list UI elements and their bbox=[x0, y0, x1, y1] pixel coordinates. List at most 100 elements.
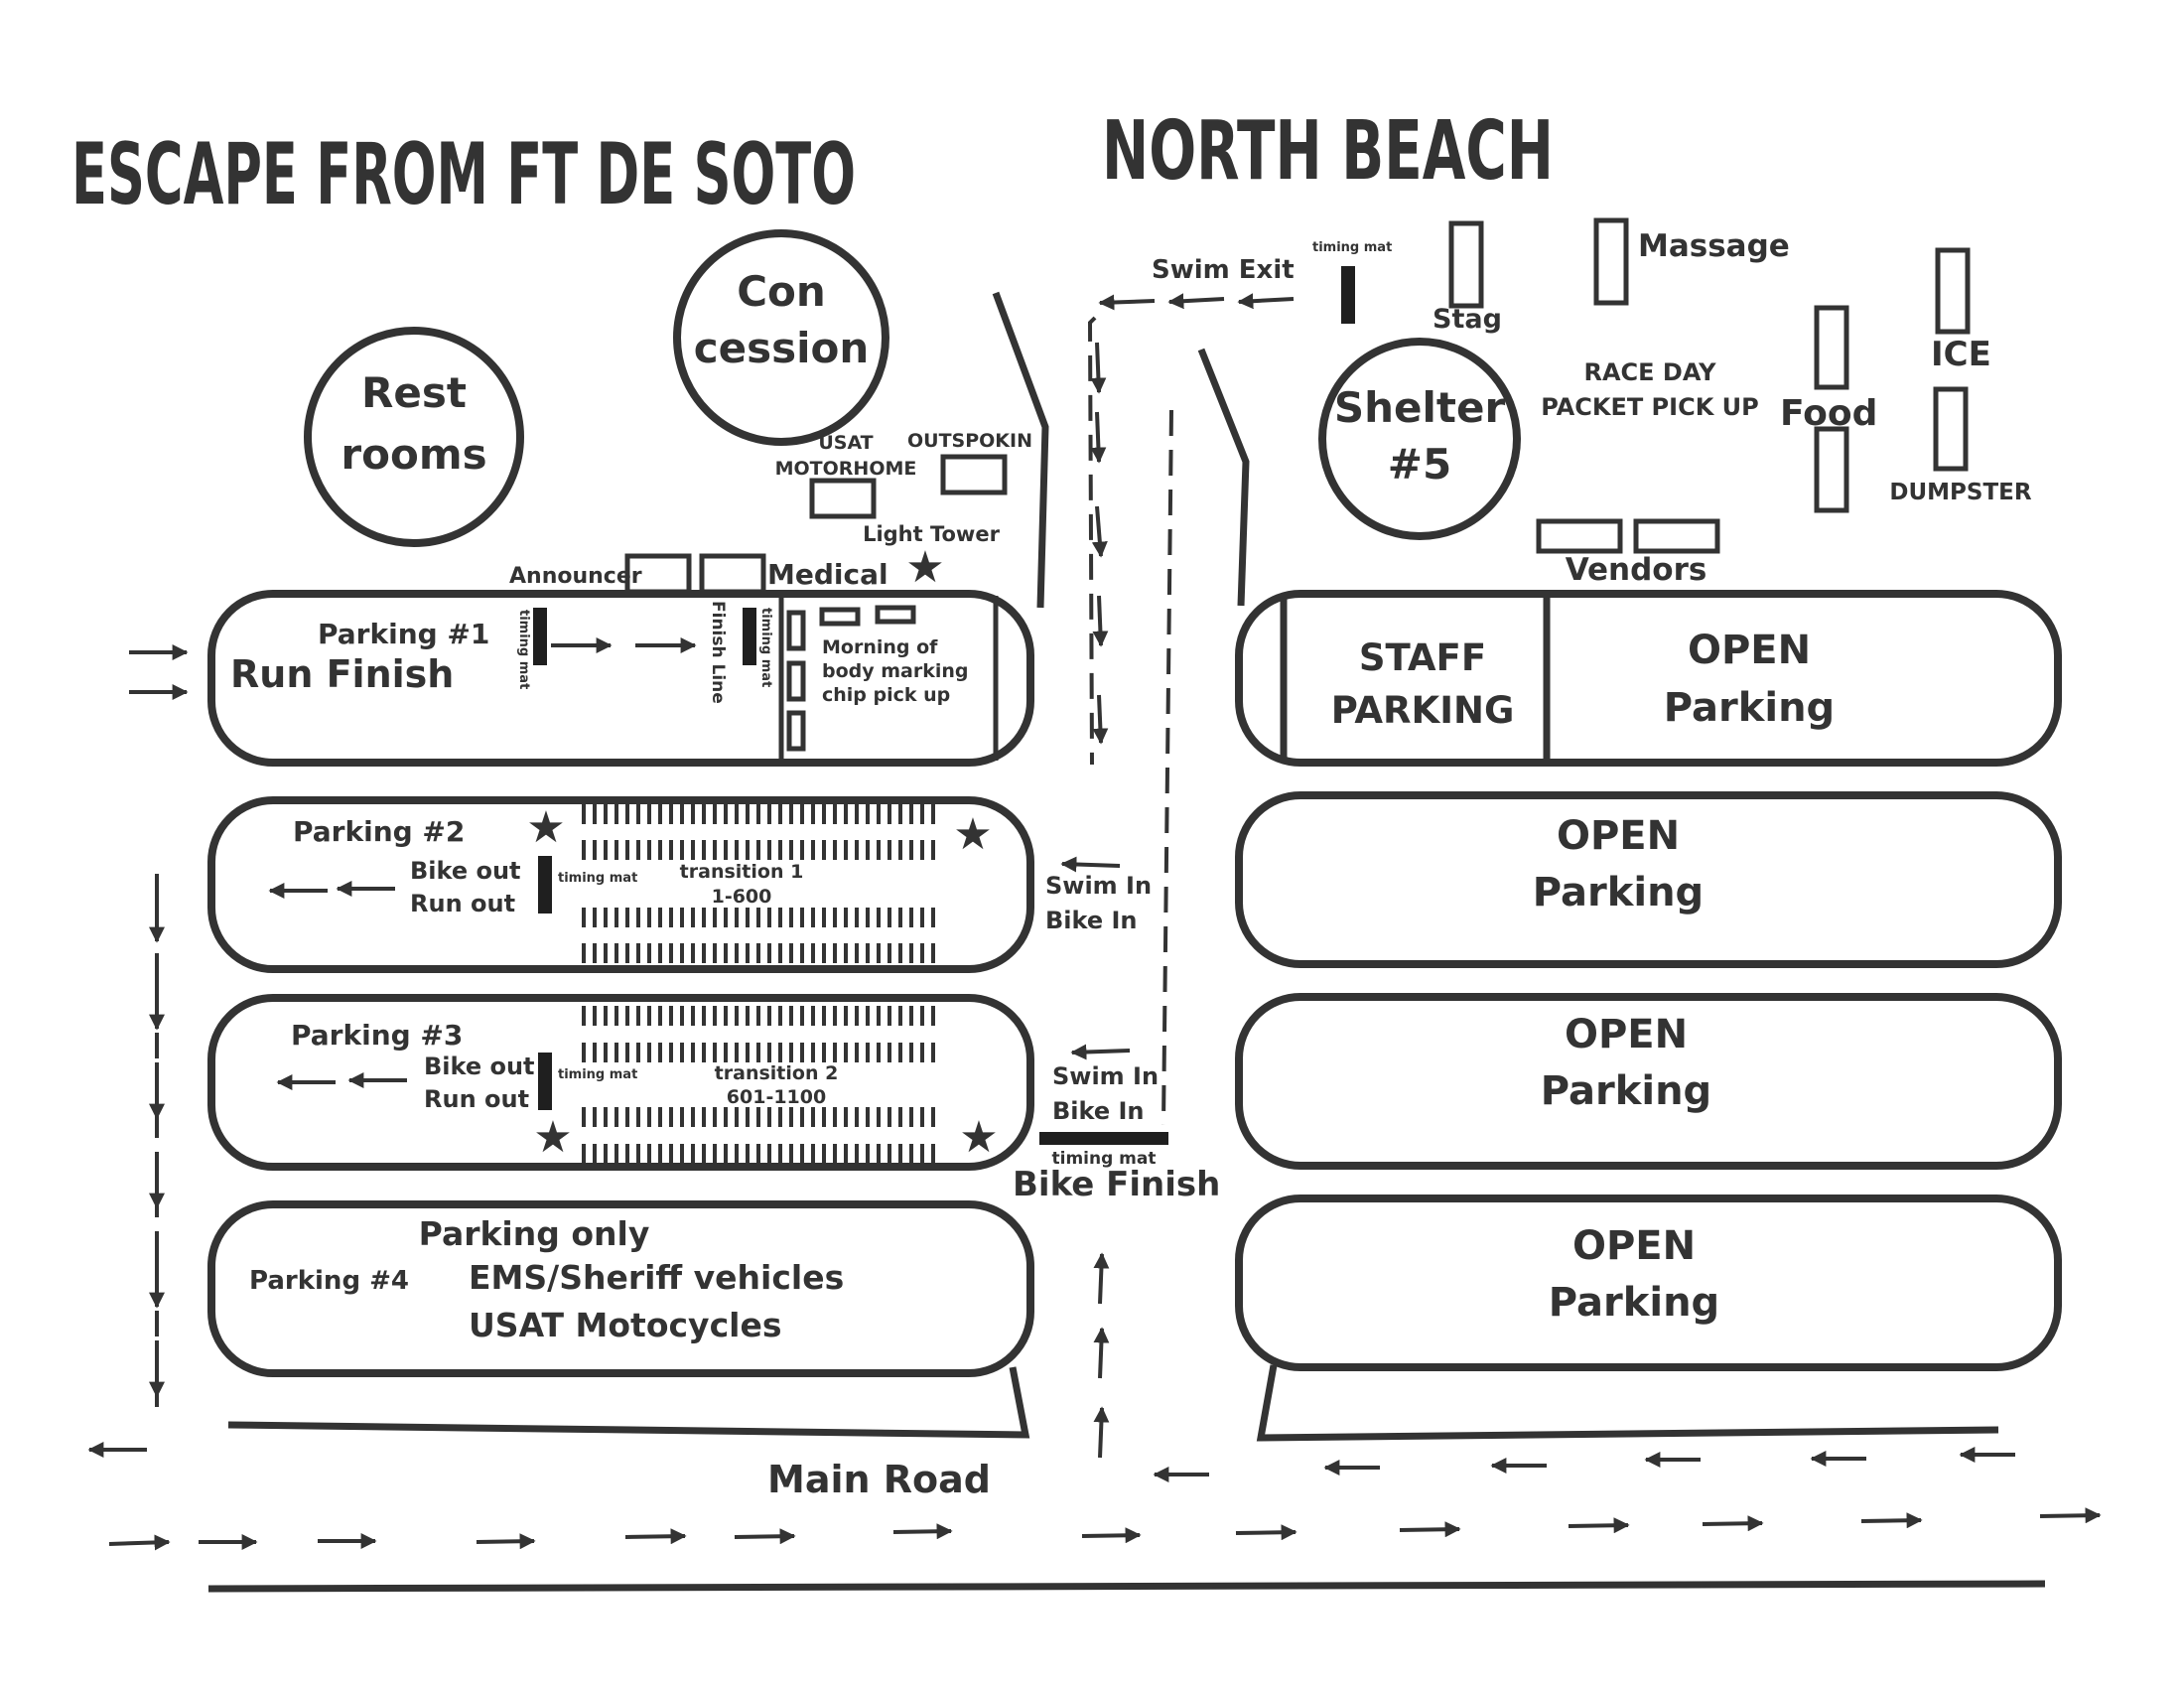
shelter-circle bbox=[1318, 338, 1521, 540]
direction-arrow-icon bbox=[1860, 1512, 1923, 1529]
food-box-top bbox=[1814, 305, 1849, 390]
chip-table-2 bbox=[786, 660, 806, 702]
open-label-2: OPEN bbox=[1557, 813, 1680, 859]
direction-arrow-icon bbox=[734, 1528, 796, 1545]
parking-label-3: Parking bbox=[1541, 1068, 1711, 1114]
direction-arrow-icon bbox=[1399, 1521, 1461, 1538]
main-road-label: Main Road bbox=[767, 1458, 991, 1501]
parking-2-label: Parking #2 bbox=[293, 815, 465, 848]
direction-arrow-icon bbox=[1237, 293, 1295, 310]
run-finish-timing-mat bbox=[533, 608, 547, 665]
main-road-edge bbox=[207, 1580, 2046, 1593]
usat-moto-label: USAT Motocycles bbox=[469, 1306, 781, 1344]
transition-2-timing-mat bbox=[538, 1053, 552, 1110]
west-beach-boundary bbox=[992, 291, 1049, 609]
vendor-booth-2 bbox=[1633, 518, 1720, 554]
announcer-label: Announcer bbox=[509, 564, 642, 589]
parking-lot-2 bbox=[207, 796, 1034, 973]
bike-in-label-1: Bike In bbox=[1045, 907, 1137, 934]
parking-label-4: Parking bbox=[1549, 1280, 1719, 1326]
outspokin-label: OUTSPOKIN bbox=[907, 430, 1032, 452]
light-tower-star-icon: ★ bbox=[905, 542, 944, 593]
parking-4-label: Parking #4 bbox=[249, 1266, 409, 1296]
finish-line-timing-mat-label: timing mat bbox=[758, 608, 773, 687]
bike-out-label: Bike out bbox=[410, 857, 521, 885]
east-lot-1 bbox=[1235, 590, 2062, 767]
concession-circle bbox=[673, 229, 889, 446]
stag-label: Stag bbox=[1433, 304, 1502, 335]
beach-title: NORTH BEACH bbox=[1102, 104, 1554, 199]
run-finish-label: Run Finish bbox=[230, 652, 454, 696]
restrooms-label-2: rooms bbox=[341, 430, 486, 479]
west-lot-base bbox=[227, 1366, 1030, 1439]
transition-1-label: transition 1 bbox=[680, 861, 804, 883]
direction-arrow-icon bbox=[1098, 294, 1156, 311]
usat-motorhome-box bbox=[809, 478, 877, 519]
open-label-3: OPEN bbox=[1565, 1012, 1688, 1057]
bike-out-label-2: Bike out bbox=[424, 1053, 535, 1080]
shelter-label-2: #5 bbox=[1388, 440, 1451, 489]
transition-2-label: transition 2 bbox=[715, 1062, 839, 1084]
parking-2-star-icon-2: ★ bbox=[953, 809, 992, 860]
light-tower-label: Light Tower bbox=[863, 522, 1001, 546]
swim-exit-label: Swim Exit bbox=[1152, 255, 1295, 285]
bike-finish-label: Bike Finish bbox=[1013, 1165, 1220, 1204]
east-lot-2 bbox=[1235, 791, 2062, 968]
direction-arrow-icon bbox=[1235, 1524, 1297, 1541]
direction-arrow-icon bbox=[1070, 1044, 1131, 1060]
direction-arrow-icon bbox=[1092, 595, 1109, 647]
direction-arrow-icon bbox=[1092, 694, 1109, 745]
bike-course-line bbox=[1161, 409, 1173, 1126]
massage-label: Massage bbox=[1638, 228, 1790, 264]
parking-label-2: Parking bbox=[1533, 870, 1704, 915]
direction-arrow-icon bbox=[476, 1533, 536, 1550]
concession-label-2: cession bbox=[694, 324, 870, 372]
direction-arrow-icon bbox=[1093, 1327, 1110, 1379]
transition-2-bike-racks bbox=[582, 1006, 935, 1164]
chip-pickup-label: chip pick up bbox=[822, 684, 950, 706]
direction-arrow-icon bbox=[1093, 1252, 1110, 1305]
vendor-booth-1 bbox=[1536, 518, 1623, 554]
parking-3-star-icon: ★ bbox=[533, 1112, 572, 1163]
direction-arrow-icon bbox=[1568, 1517, 1630, 1534]
direction-arrow-icon bbox=[108, 1534, 171, 1551]
bike-finish-timing-mat bbox=[1039, 1132, 1168, 1145]
direction-arrow-icon bbox=[1091, 505, 1108, 558]
stag-box bbox=[1448, 220, 1484, 309]
parking-3-star-icon-2: ★ bbox=[959, 1112, 998, 1163]
swim-exit-path bbox=[1087, 316, 1097, 766]
parking-lot-3 bbox=[207, 994, 1034, 1171]
usat-motorhome-label: USAT bbox=[818, 432, 873, 454]
finish-line-label: Finish Line bbox=[708, 601, 728, 704]
transition-2-timing-mat-label: timing mat bbox=[558, 1067, 637, 1082]
parking-2-star-icon: ★ bbox=[526, 802, 565, 853]
staff-parking-label: STAFF bbox=[1359, 636, 1486, 679]
swim-in-label-1: Swim In bbox=[1045, 872, 1152, 900]
direction-arrow-icon bbox=[1090, 411, 1107, 464]
restrooms-circle bbox=[304, 327, 524, 547]
chip-tent-2 bbox=[875, 605, 916, 625]
run-out-label-2: Run out bbox=[424, 1085, 529, 1113]
ice-box bbox=[1935, 247, 1971, 335]
chip-tent-1 bbox=[819, 607, 861, 627]
direction-arrow-icon bbox=[892, 1523, 953, 1540]
swim-exit-timing-mat-label: timing mat bbox=[1312, 240, 1392, 255]
outspokin-box bbox=[940, 454, 1008, 495]
dumpster-label: DUMPSTER bbox=[1889, 480, 2031, 505]
parking-only-label: Parking only bbox=[419, 1214, 650, 1253]
parking-1-label: Parking #1 bbox=[318, 618, 489, 650]
direction-arrow-icon bbox=[2039, 1507, 2102, 1524]
body-marking-label: body marking bbox=[822, 660, 969, 682]
parking-3-label: Parking #3 bbox=[291, 1019, 463, 1052]
ice-label: ICE bbox=[1931, 335, 1991, 374]
parking-lot-1 bbox=[207, 590, 1034, 767]
staff-parking-label-2: PARKING bbox=[1331, 689, 1515, 732]
finish-line-timing-mat bbox=[743, 608, 756, 665]
direction-arrow-icon bbox=[1167, 293, 1225, 310]
direction-arrow-icon bbox=[1702, 1515, 1764, 1532]
bike-finish-timing-mat-label: timing mat bbox=[1052, 1149, 1157, 1169]
swim-in-label-2: Swim In bbox=[1052, 1062, 1159, 1090]
east-lot-4 bbox=[1235, 1195, 2062, 1371]
morning-label: Morning of bbox=[822, 636, 938, 658]
